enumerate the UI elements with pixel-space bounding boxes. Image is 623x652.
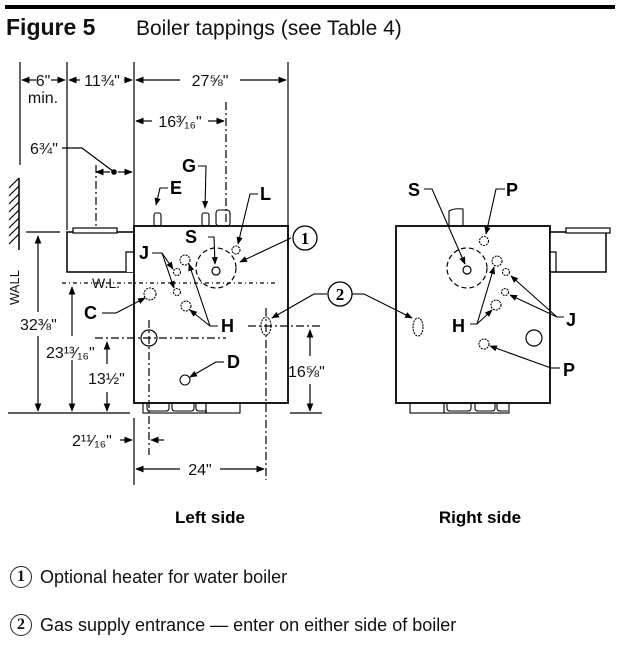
dim-wall-clearance: 6" [36, 73, 51, 90]
dim-jacket-offset: 11¾" [84, 73, 120, 90]
legend-text-2: Gas supply entrance — enter on either si… [40, 615, 457, 635]
callout-2: 2 [327, 281, 353, 307]
right-side-view [352, 188, 611, 414]
dim-flue-offset: 6¾" [30, 141, 58, 158]
svg-text:2: 2 [336, 285, 345, 304]
label-E: E [170, 178, 182, 198]
tapping-J-right-upper [501, 267, 511, 277]
tapping-P-bottom [478, 338, 490, 350]
dim-overall-width: 27⅝" [192, 73, 229, 90]
top-rule [5, 5, 615, 9]
legend-item-2: 2 Gas supply entrance — enter on either … [10, 614, 456, 636]
label-S-right: S [408, 180, 420, 200]
dim-wall-clearance-note: min. [28, 90, 58, 107]
dim-gas-height: 16⅝" [288, 364, 325, 381]
heater-opening [195, 247, 237, 289]
label-G: G [182, 156, 196, 176]
right-labels: S P H J P [408, 180, 576, 380]
tapping-L [231, 245, 241, 255]
tapping-H-right-upper [491, 255, 503, 267]
draft-hood-box-right [549, 231, 607, 273]
label-P-top: P [506, 180, 518, 200]
tapping-S-right [462, 265, 472, 275]
left-dimension-labels: 6" min. 11¾" 27⅝" 16³⁄₁₆" 6¾" 32⅜" 23¹³⁄… [7, 73, 325, 479]
tapping-S [211, 266, 221, 276]
label-J: J [139, 243, 149, 263]
figure-number: Figure 5 [6, 14, 96, 40]
callout-1: 1 [292, 225, 318, 251]
tapping-J-upper [172, 267, 182, 277]
gas-entrance-right [412, 317, 424, 337]
tapping-D [179, 374, 191, 386]
label-L: L [260, 184, 271, 204]
label-D: D [227, 352, 240, 372]
tapping-H-lower [180, 300, 192, 312]
legend-number-1: 1 [10, 566, 32, 588]
water-line-label: W.L. [92, 275, 120, 291]
right-side-title: Right side [439, 508, 521, 527]
label-P-bottom: P [563, 360, 575, 380]
dim-total-height: 32⅜" [20, 317, 57, 334]
dim-water-line-height: 23¹³⁄₁₆" [46, 345, 95, 362]
label-S: S [185, 227, 197, 247]
base-right [409, 402, 510, 414]
label-J-right: J [566, 310, 576, 330]
dim-front-offset: 2¹¹⁄₁₆" [72, 433, 112, 450]
tapping-J-right-lower [500, 287, 510, 297]
wall-label: WALL [7, 270, 22, 305]
label-H: H [221, 316, 234, 336]
tapping-H-right-lower [490, 299, 502, 311]
boiler-body-right [395, 225, 551, 404]
base-left [142, 402, 241, 414]
draft-hood-box [66, 231, 135, 273]
tapping-P-top [478, 235, 490, 247]
dim-return-height: 13½" [88, 371, 125, 388]
label-C: C [84, 303, 97, 323]
heater-opening-right [446, 247, 488, 289]
tapping-C [143, 287, 157, 301]
left-side-view [8, 62, 327, 485]
flue-center-dot [111, 169, 117, 175]
wall-hatch [8, 177, 20, 245]
left-side-title: Left side [175, 508, 245, 527]
tapping-H-upper [179, 254, 191, 266]
figure-caption: Boiler tappings (see Table 4) [136, 17, 402, 40]
svg-text:1: 1 [301, 229, 310, 248]
return-tapping [140, 329, 158, 347]
boiler-body-left [133, 225, 289, 404]
legend-item-1: 1 Optional heater for water boiler [10, 566, 287, 588]
legend-number-2: 2 [10, 614, 32, 636]
dim-depth: 24" [188, 462, 211, 479]
legend-text-1: Optional heater for water boiler [40, 567, 288, 587]
dim-supply-offset: 16³⁄₁₆" [158, 114, 201, 131]
tapping-J-lower [172, 287, 182, 297]
label-H-right: H [452, 316, 465, 336]
return-opening-right [525, 329, 543, 347]
